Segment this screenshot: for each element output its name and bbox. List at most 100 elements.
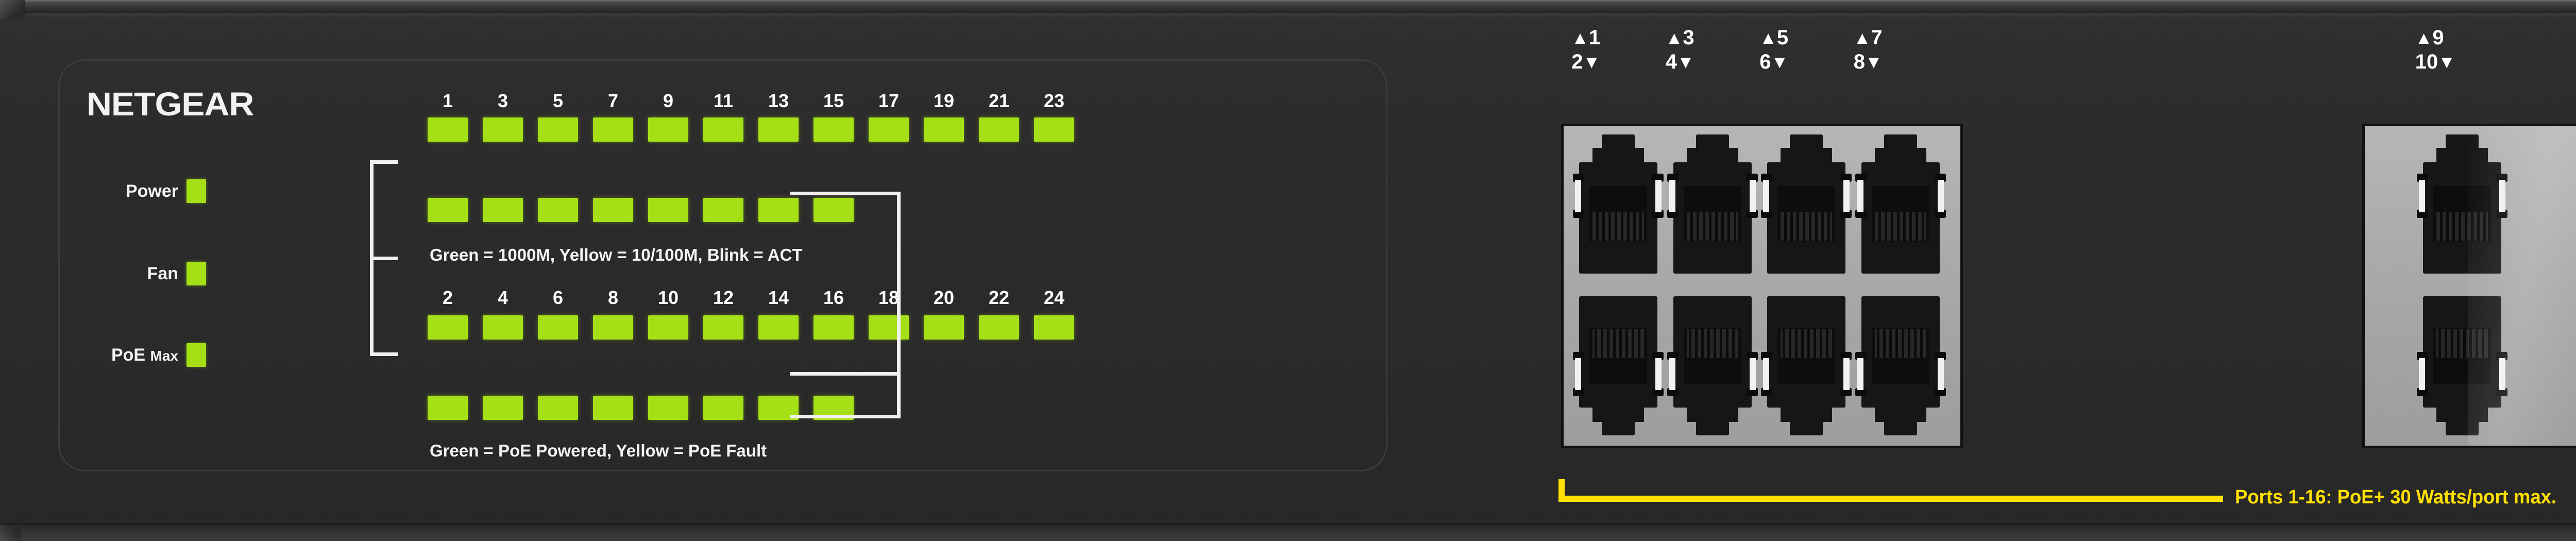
rj45-contacts [2436,212,2488,241]
rj45-side-clip [1763,358,1770,390]
rj45-port-7[interactable] [1855,134,1946,274]
link-led [758,117,799,142]
status-label-fan: Fan [147,264,178,283]
poe-led-row-odd [428,198,869,222]
rj45-port-5[interactable] [1761,134,1852,274]
link-led [648,117,688,142]
link-led [428,117,468,142]
down-triangle-icon: ▼ [1865,53,1883,73]
link-led [648,315,688,340]
rj45-side-clip [1749,358,1756,390]
rj45-nub [1855,210,1867,218]
link-led [428,315,468,340]
up-triangle-icon: ▲ [1665,28,1683,48]
poe-led [593,396,633,420]
link-led [758,315,799,340]
rj45-nub [1746,210,1758,218]
rj45-port-10[interactable] [2416,296,2507,435]
rj45-port-2[interactable] [1573,296,1664,435]
link-led [703,315,743,340]
rj45-nub [2416,210,2428,218]
rj45-nub [1840,210,1852,218]
rj45-port-8[interactable] [1855,296,1946,435]
rj45-side-clip [1857,358,1863,390]
led-number: 11 [713,90,734,111]
rj45-side-clip [1937,358,1944,390]
poe-led-bracket-mid-tick [790,372,897,376]
link-led-row-even [428,315,1089,340]
link-led [1034,315,1074,340]
led-number: 16 [823,287,844,308]
link-led [483,315,523,340]
led-number: 4 [497,287,509,308]
link-led [979,315,1019,340]
led-number: 8 [607,287,619,308]
rj45-side-clip [1669,358,1675,390]
port-number: 2 [1571,50,1583,74]
rj45-side-clip [2499,180,2505,212]
rj45-contacts [1592,329,1645,358]
legend-poe-status: Green = PoE Powered, Yellow = PoE Fault [430,441,767,460]
rj45-side-clip [1857,180,1863,212]
port-group-1-8[interactable] [1561,124,1963,448]
led-number: 3 [497,90,509,111]
rj45-port-3[interactable] [1667,134,1758,274]
rj45-side-clip [2418,358,2425,390]
rj45-port-9[interactable] [2416,134,2507,274]
rj45-side-clip [2499,358,2505,390]
port-label-top: ▲7 [1854,26,1884,50]
rj45-side-clip [1575,180,1582,212]
rj45-contacts [1781,212,1833,241]
rj45-port-1[interactable] [1573,134,1664,274]
led-number: 6 [552,287,564,308]
rj45-nub [1934,210,1946,218]
poe-led [428,396,468,420]
chassis-bottom-left-notch [0,525,21,541]
rj45-port-6[interactable] [1761,296,1852,435]
poe-led [428,198,468,222]
power-led [187,179,206,203]
link-led [814,117,854,142]
poe-led [758,198,799,222]
chassis-top-lip [0,13,2576,19]
link-led [869,117,909,142]
down-triangle-icon: ▼ [2438,53,2455,73]
led-number: 15 [823,90,844,111]
port-number: 10 [2415,50,2438,74]
down-triangle-icon: ▼ [1771,53,1789,73]
port-label-top: ▲5 [1759,26,1789,50]
netgear-logo: NETGEAR [87,86,254,123]
rj45-nub [1652,210,1664,218]
link-led [1034,117,1074,142]
link-led [869,315,909,340]
led-number: 22 [988,287,1010,308]
rj45-side-clip [1749,180,1756,212]
link-led [593,315,633,340]
led-number: 18 [878,287,900,308]
port-number: 8 [1853,50,1865,74]
led-number: 20 [933,287,955,308]
port-group-9-16[interactable] [2362,124,2576,448]
port-number: 3 [1683,26,1694,49]
rj45-contacts [1686,212,1738,241]
up-triangle-icon: ▲ [1571,28,1589,48]
rj45-port-4[interactable] [1667,296,1758,435]
status-led-fan: Fan [60,262,206,285]
link-led-bracket-left-mid-tick [370,257,398,260]
led-number: 19 [933,90,955,111]
poe-note-text: Ports 1-16: PoE+ 30 Watts/port max. [2235,486,2557,508]
link-led [483,117,523,142]
rj45-side-clip [1843,180,1850,212]
port-led-matrix: 1 3 5 7 9 11 13 15 17 19 21 23 Green = 1… [428,90,1273,459]
poe-led [538,396,578,420]
up-triangle-icon: ▲ [2415,28,2433,48]
poe-led [538,198,578,222]
legend-link-speed: Green = 1000M, Yellow = 10/100M, Blink =… [430,245,803,264]
port-label-bottom: 8▼ [1854,50,1884,74]
rj45-side-clip [2418,180,2425,212]
status-label-panel: NETGEAR Power Fan PoE Max 1 3 5 7 9 [58,59,1387,471]
